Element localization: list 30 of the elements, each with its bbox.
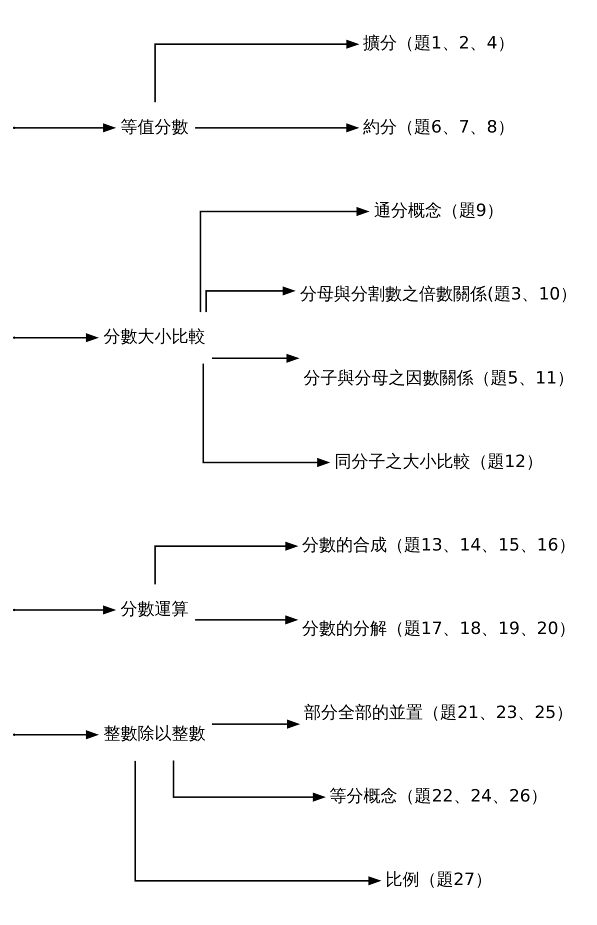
node-text: 整數除以整數 [103,724,206,744]
arrow [15,730,99,740]
node-text: 分數的合成（題13、14、15、16） [302,536,576,556]
arrow [195,123,360,132]
node-text: 部分全部的並置（題21、23、25） [304,702,574,723]
arrow [212,720,300,729]
arrow [212,354,300,363]
node-text: 比例（題27） [385,870,492,890]
node-text: 分數大小比較 [103,327,206,348]
arrow [15,333,99,342]
arrow [202,364,330,468]
arrow [172,760,326,802]
node-text: 約分（題6、7、8） [362,117,514,138]
node-text: 分數的分解（題17、18、19、20） [302,619,576,640]
node-text: 等值分數 [120,117,188,138]
node-text: 等分概念（題22、24、26） [330,786,548,807]
node-text: 分子與分母之因數關係（題5、11） [303,368,574,388]
node-text: 擴分（題1、2、4） [362,34,514,54]
arrow [205,286,296,312]
node-text: 同分子之大小比較（題12） [334,452,543,472]
node-text: 分母與分割數之倍數關係(題3、10） [300,284,578,305]
arrow [154,40,360,102]
arrow [154,542,298,584]
node-text: 通分概念（題9） [374,200,504,221]
arrow [195,615,298,624]
arrow [200,206,370,312]
arrow [15,123,116,132]
arrow [134,760,382,886]
arrow [15,605,116,615]
node-text: 分數運算 [120,599,188,620]
